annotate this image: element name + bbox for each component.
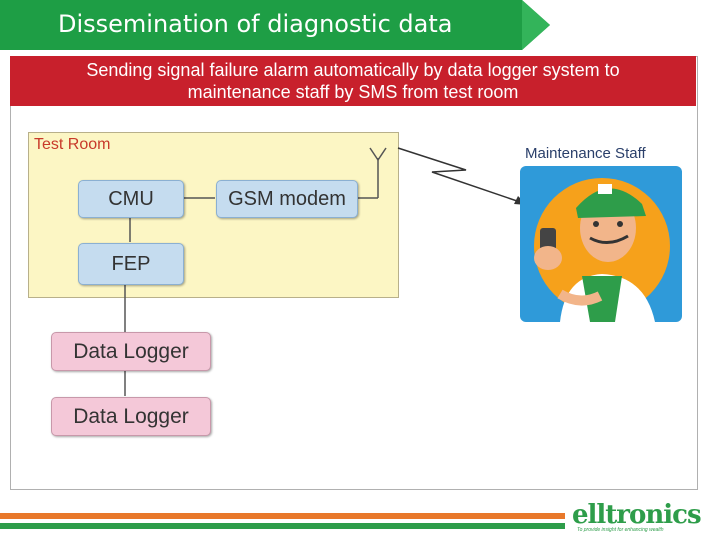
maintenance-staff-illustration [520,166,682,322]
company-logo: elltronics [572,500,702,530]
fep-box: FEP [78,243,184,285]
worker-icon [534,178,670,322]
logo-tagline: To provide insight for enhancing wealth [577,527,664,533]
page-title: Dissemination of diagnostic data [58,10,453,38]
footer-stripe-orange [0,513,565,519]
gsm-modem-box: GSM modem [216,180,358,218]
header-line-2: maintenance staff by SMS from test room [187,82,519,102]
header-banner: Sending signal failure alarm automatical… [10,56,696,106]
cmu-box: CMU [78,180,184,218]
footer-stripe-green [0,523,565,529]
logo-text: elltronics [572,500,702,530]
title-banner-shape [0,0,550,50]
data-logger-box-1: Data Logger [51,332,211,371]
test-room-label: Test Room [34,136,111,153]
title-banner: Dissemination of diagnostic data [0,0,550,50]
data-logger-box-2: Data Logger [51,397,211,436]
header-line-1: Sending signal failure alarm automatical… [86,60,620,80]
maintenance-staff-label: Maintenance Staff [525,145,646,162]
